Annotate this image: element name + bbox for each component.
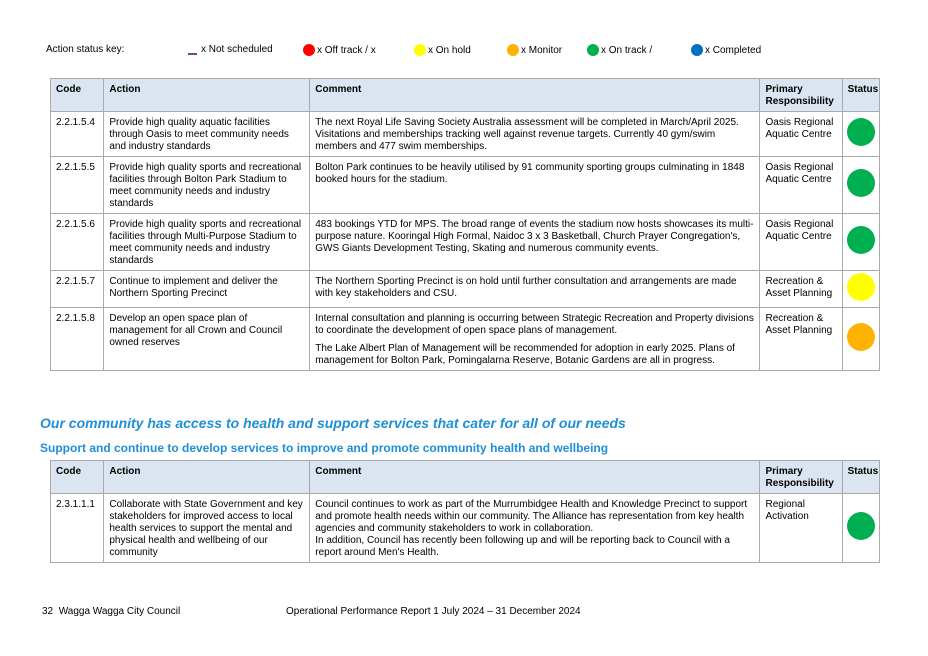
- footer-org: Wagga Wagga City Council: [58, 606, 181, 617]
- cell-code: 2.2.1.5.4: [49, 111, 105, 157]
- cell-code: 2.3.1.1.1: [49, 493, 105, 563]
- cell-comment: 483 bookings YTD for MPS. The broad rang…: [309, 213, 761, 271]
- cell-action: Develop an open space plan of management…: [103, 307, 311, 371]
- cell-responsibility: Regional Activation: [759, 493, 843, 563]
- cell-code: 2.2.1.5.5: [49, 156, 105, 214]
- completed-dot-icon: [691, 44, 703, 56]
- on-hold-dot-icon: [414, 44, 426, 56]
- cell-action: Provide high quality sports and recreati…: [103, 156, 311, 214]
- header-code: Code: [49, 78, 105, 112]
- cell-responsibility: Recreation & Asset Planning: [759, 270, 843, 308]
- cell-responsibility: Oasis Regional Aquatic Centre: [759, 156, 843, 214]
- cell-status: [841, 213, 881, 271]
- cell-responsibility: Oasis Regional Aquatic Centre: [759, 111, 843, 157]
- cell-comment: Internal consultation and planning is oc…: [309, 307, 761, 371]
- status-dot-icon: [846, 273, 875, 301]
- key-off-track: x Off track / x: [303, 44, 376, 56]
- cell-action: Collaborate with State Government and ke…: [103, 493, 311, 563]
- status-dot-icon: [846, 118, 875, 146]
- comment-paragraph: The next Royal Life Saving Society Austr…: [315, 117, 739, 152]
- cell-action: Continue to implement and deliver the No…: [103, 270, 311, 308]
- comment-paragraph: The Lake Albert Plan of Management will …: [315, 343, 735, 366]
- status-dot-icon: [846, 169, 875, 197]
- header-comment: Comment: [309, 460, 761, 494]
- not-scheduled-dash-icon: [188, 53, 197, 55]
- key-completed: x Completed: [691, 44, 761, 56]
- section-heading: Our community has access to health and s…: [40, 415, 626, 431]
- key-on-track: x On track /: [587, 44, 652, 56]
- cell-comment: The Northern Sporting Precinct is on hol…: [309, 270, 761, 308]
- cell-status: [841, 270, 881, 308]
- header-status: Status: [841, 460, 881, 494]
- comment-paragraph: Internal consultation and planning is oc…: [315, 313, 754, 336]
- monitor-dot-icon: [507, 44, 519, 56]
- cell-status: [841, 493, 881, 563]
- cell-comment: The next Royal Life Saving Society Austr…: [309, 111, 761, 157]
- comment-paragraph: Bolton Park continues to be heavily util…: [315, 162, 745, 185]
- header-comment: Comment: [309, 78, 761, 112]
- cell-responsibility: Oasis Regional Aquatic Centre: [759, 213, 843, 271]
- status-dot-icon: [846, 323, 875, 351]
- footer-report-title: Operational Performance Report 1 July 20…: [286, 606, 581, 617]
- cell-code: 2.2.1.5.6: [49, 213, 105, 271]
- cell-code: 2.2.1.5.7: [49, 270, 105, 308]
- key-on-hold: x On hold: [414, 44, 471, 56]
- cell-comment: Bolton Park continues to be heavily util…: [309, 156, 761, 214]
- table-header-row: Code Action Comment Primary Responsibili…: [49, 460, 881, 494]
- on-track-dot-icon: [587, 44, 599, 56]
- header-responsibility: Primary Responsibility: [759, 460, 843, 494]
- header-action: Action: [103, 78, 311, 112]
- header-code: Code: [49, 460, 105, 494]
- cell-action: Provide high quality aquatic facilities …: [103, 111, 311, 157]
- status-dot-icon: [846, 512, 875, 540]
- cell-responsibility: Recreation & Asset Planning: [759, 307, 843, 371]
- key-not-scheduled: x Not scheduled: [188, 44, 273, 55]
- status-dot-icon: [846, 226, 875, 254]
- cell-status: [841, 156, 881, 214]
- footer-left: 32 Wagga Wagga City Council: [42, 606, 180, 617]
- cell-comment: Council continues to work as part of the…: [309, 493, 761, 563]
- cell-status: [841, 111, 881, 157]
- header-action: Action: [103, 460, 311, 494]
- actions-table-health: Code Action Comment Primary Responsibili…: [49, 460, 881, 563]
- off-track-dot-icon: [303, 44, 315, 56]
- comment-paragraph: 483 bookings YTD for MPS. The broad rang…: [315, 219, 754, 254]
- key-monitor: x Monitor: [507, 44, 562, 56]
- table-header-row: Code Action Comment Primary Responsibili…: [49, 78, 881, 112]
- status-key-label: Action status key:: [46, 44, 125, 55]
- comment-paragraph: Council continues to work as part of the…: [315, 499, 748, 558]
- status-key: Action status key: x Not scheduled x Off…: [46, 44, 886, 60]
- page-number: 32: [42, 606, 54, 617]
- comment-paragraph: The Northern Sporting Precinct is on hol…: [315, 276, 737, 299]
- actions-table-recreation: Code Action Comment Primary Responsibili…: [49, 78, 881, 371]
- header-status: Status: [841, 78, 881, 112]
- section-subheading: Support and continue to develop services…: [40, 441, 609, 455]
- header-responsibility: Primary Responsibility: [759, 78, 843, 112]
- cell-status: [841, 307, 881, 371]
- cell-action: Provide high quality sports and recreati…: [103, 213, 311, 271]
- cell-code: 2.2.1.5.8: [49, 307, 105, 371]
